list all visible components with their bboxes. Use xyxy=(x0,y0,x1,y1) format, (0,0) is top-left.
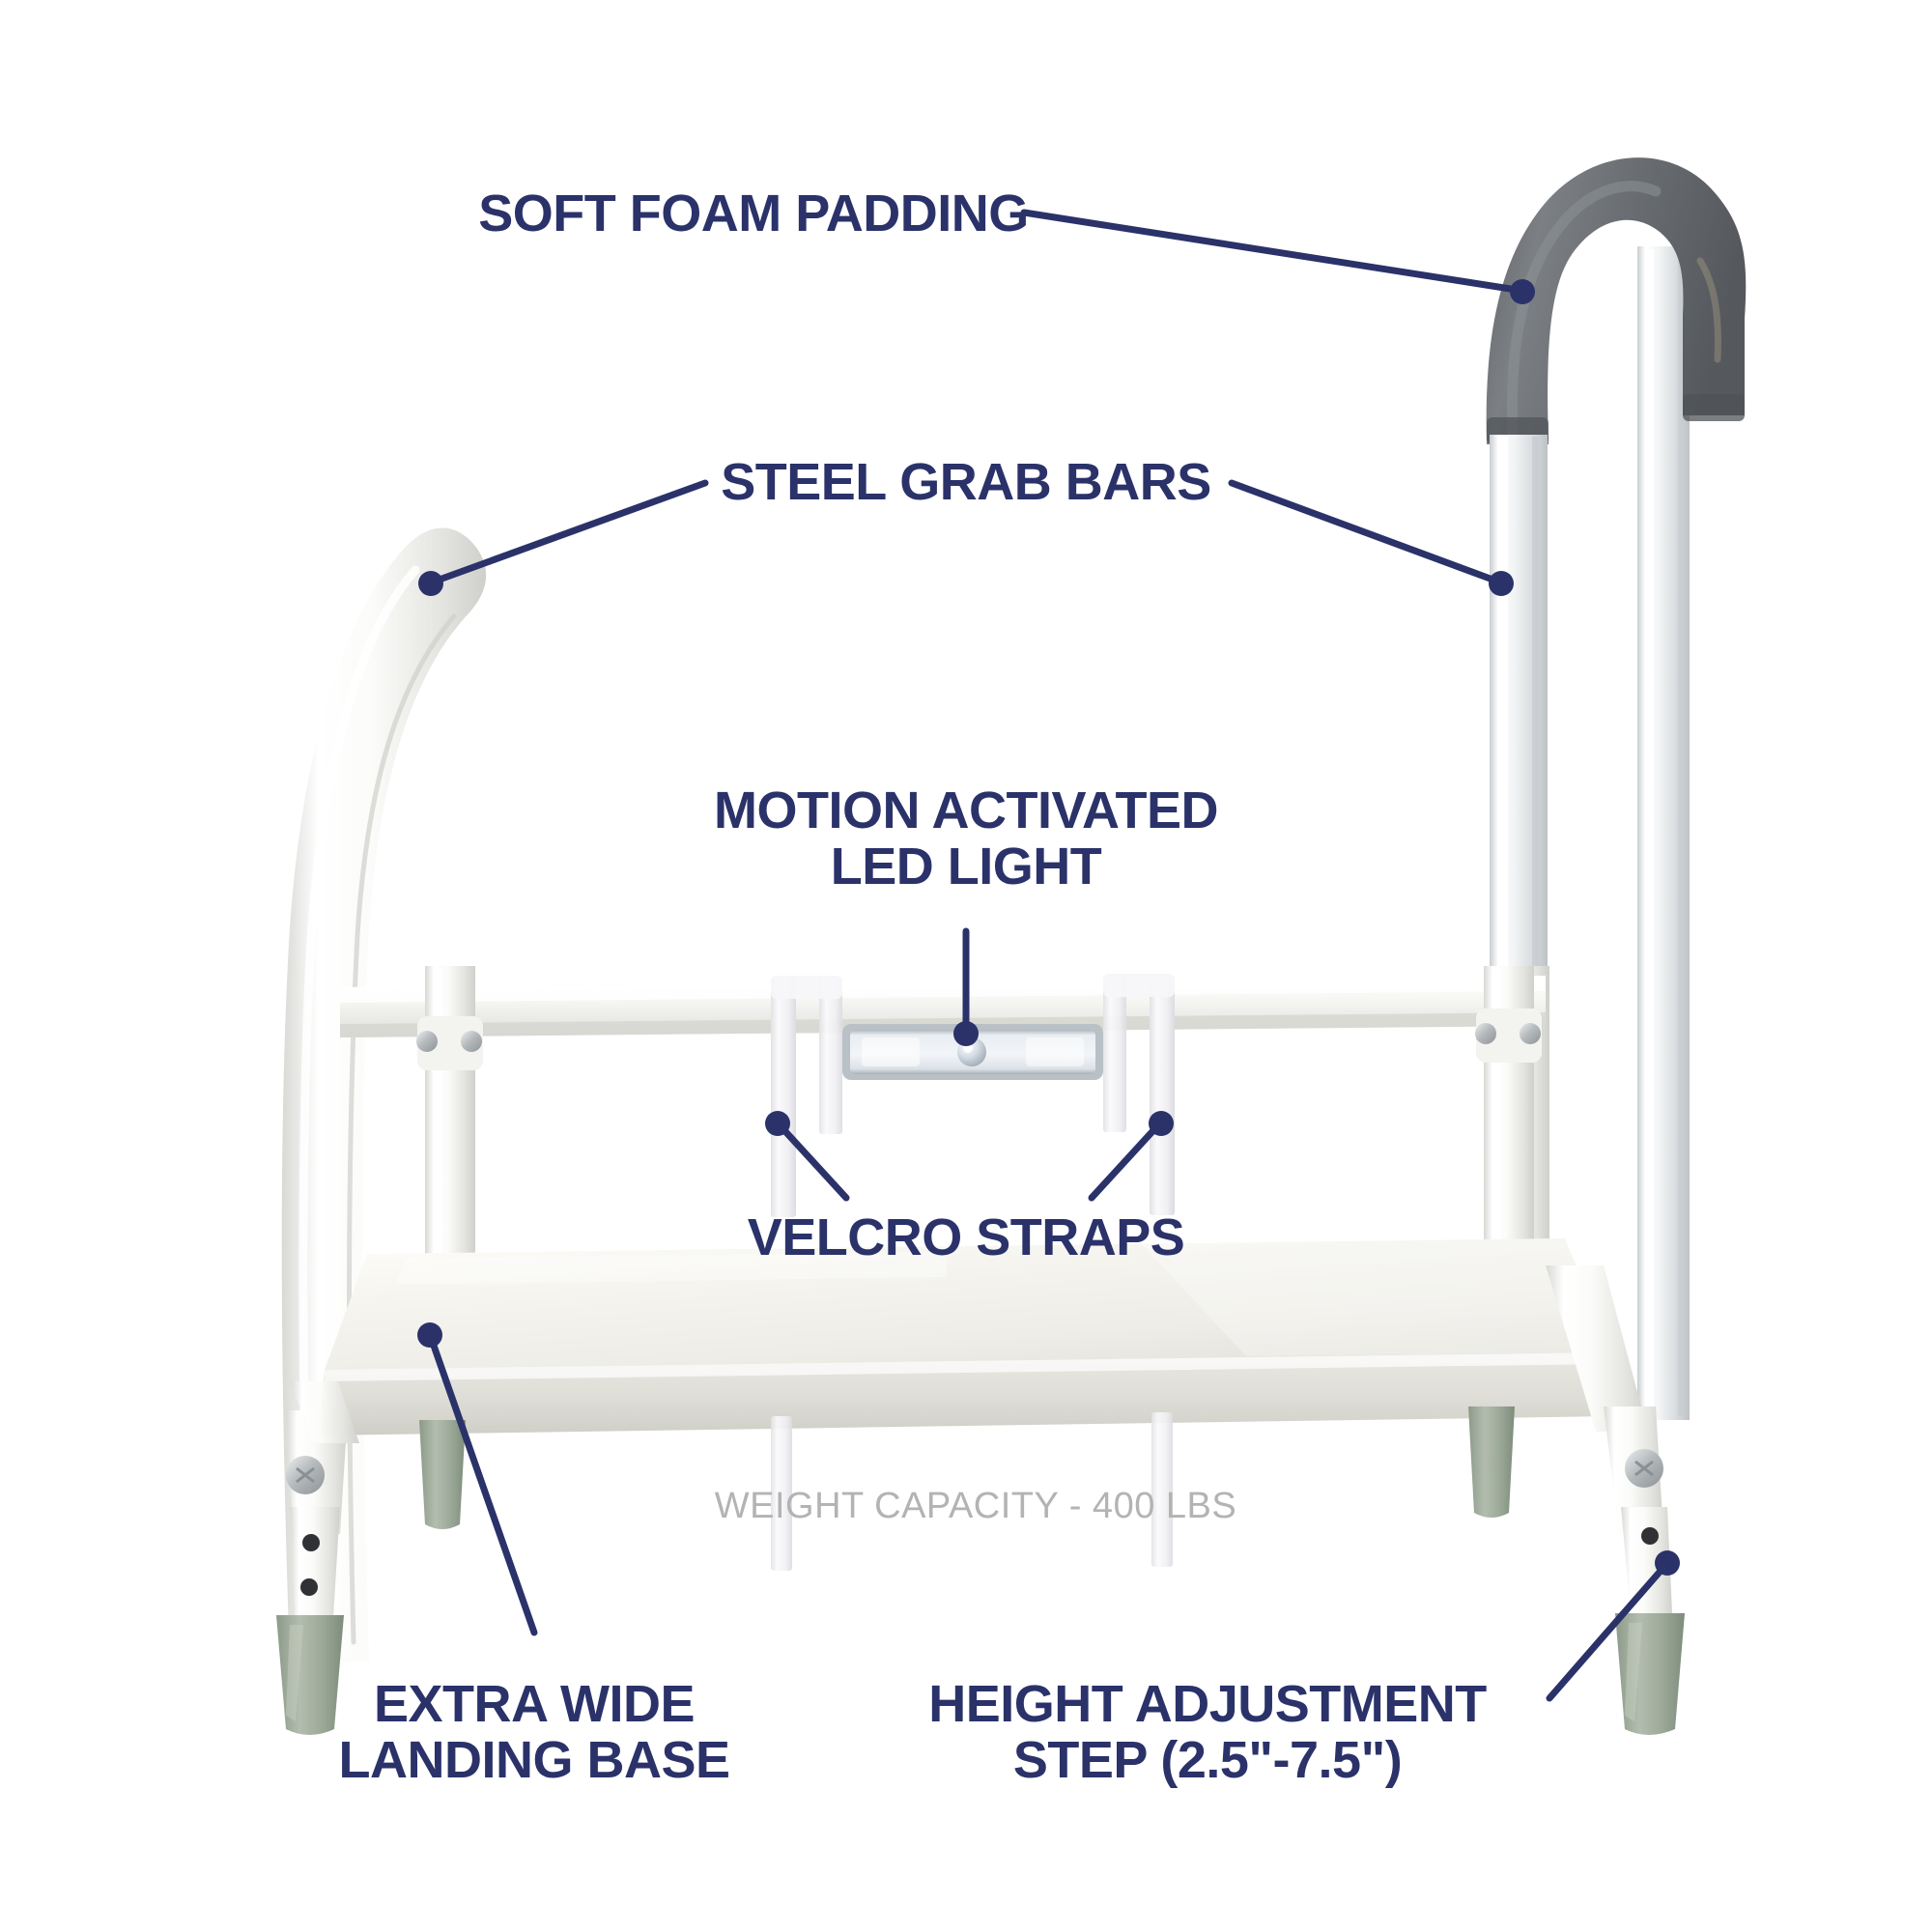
callout-anchor-dot xyxy=(1149,1111,1174,1136)
callout-anchor-dot xyxy=(1655,1550,1680,1576)
foam-grip-handle xyxy=(1486,157,1747,444)
callout-leader-line xyxy=(1546,1566,1665,1702)
callout-label-soft-foam-padding: SOFT FOAM PADDING xyxy=(478,185,1029,242)
callout-anchor-dot xyxy=(417,1322,442,1348)
left-leg-assembly xyxy=(276,1410,348,1735)
callout-anchor-dot xyxy=(1510,279,1535,304)
left-vertical-post xyxy=(416,966,483,1265)
callout-label-velcro-straps: VELCRO STRAPS xyxy=(747,1208,1185,1266)
platform-feet xyxy=(419,1406,1515,1529)
callout-label-motion-activated-led-light: MOTION ACTIVATED LED LIGHT xyxy=(714,781,1218,896)
callout-leader-line xyxy=(779,1124,850,1202)
velcro-strap-tails xyxy=(771,1412,1173,1571)
right-rear-post xyxy=(1637,246,1690,1420)
callout-label-steel-grab-bars: STEEL GRAB BARS xyxy=(721,453,1211,511)
callout-label-extra-wide-landing-base: EXTRA WIDE LANDING BASE xyxy=(338,1675,730,1790)
bracket-bolt-left xyxy=(416,1031,438,1052)
callout-anchor-dot xyxy=(418,571,443,596)
bracket-bolt-right xyxy=(1475,1023,1496,1044)
velcro-strap-left xyxy=(771,976,842,1217)
callout-anchor-dot xyxy=(765,1111,790,1136)
bracket-clamp-right xyxy=(1476,1009,1542,1063)
callout-leader-line xyxy=(433,479,709,584)
callout-leader-line xyxy=(1020,209,1520,294)
right-leg-assembly xyxy=(1546,1265,1685,1735)
callout-leader-line xyxy=(429,1339,538,1636)
right-vertical-post xyxy=(1475,966,1542,1265)
bracket-clamp-left xyxy=(417,1016,483,1070)
left-base-brace xyxy=(290,1381,359,1443)
step-platform xyxy=(321,1238,1615,1435)
weight-capacity-note: WEIGHT CAPACITY - 400 LBS xyxy=(714,1486,1237,1526)
callout-label-height-adjustment-step: HEIGHT ADJUSTMENT STEP (2.5"-7.5") xyxy=(928,1675,1487,1790)
velcro-strap-right xyxy=(1103,974,1175,1215)
callout-anchor-dot xyxy=(1489,571,1514,596)
callout-anchor-dot xyxy=(953,1021,979,1046)
callout-leader-line xyxy=(1228,479,1499,584)
callout-leader-line xyxy=(1088,1124,1159,1202)
